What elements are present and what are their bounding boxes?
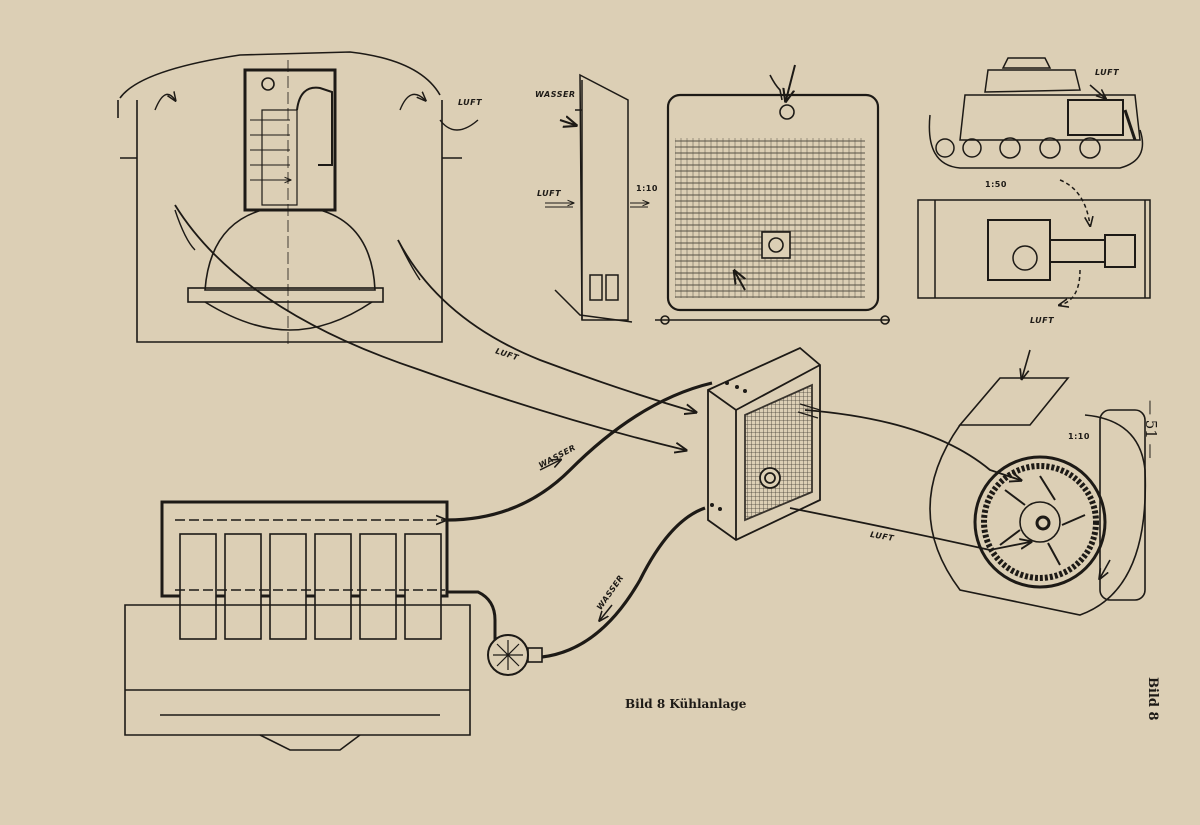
side-figure-caption: Bild 8 [1145,677,1160,721]
cooling-fan [929,349,1147,616]
label-luft-tank-plan: LUFT [1030,316,1055,325]
label-scale-fan: 1:10 [1068,432,1090,441]
label-wasser-radiator-side: WASSER [535,90,576,99]
engine-block [124,500,543,751]
engine-housing-cross-section [117,51,479,345]
radiator-side-view [545,73,648,323]
tank-plan-view [917,179,1151,305]
label-luft-radiator-side: LUFT [537,189,562,198]
label-scale-radiator: 1:10 [636,184,658,193]
page-number: — 51 — [1142,400,1160,459]
central-radiator-block [707,346,821,542]
tank-side-view [928,57,1144,169]
figure-caption: Bild 8 Kühlanlage [625,697,747,711]
label-luft-housing: LUFT [458,98,483,107]
radiator-front-view [655,64,890,325]
label-luft-tank-side: LUFT [1095,68,1120,77]
flow-lines [174,204,1030,659]
label-scale-tank: 1:50 [985,180,1007,189]
